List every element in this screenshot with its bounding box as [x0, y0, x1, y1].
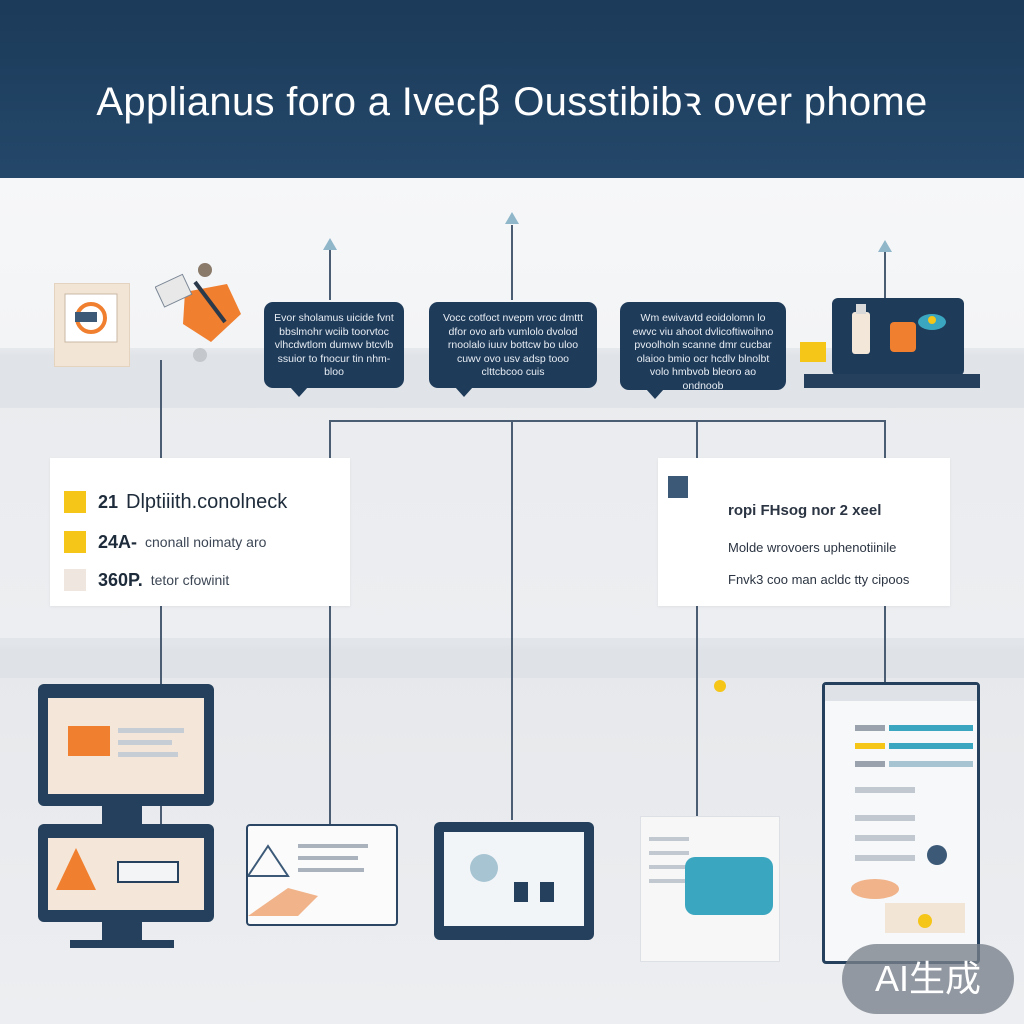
info-bubble: Wm ewivavtd eoidolomn lo ewvc viu ahoot …: [620, 302, 786, 399]
connector-line: [696, 420, 698, 820]
monitor-screen: [48, 698, 204, 794]
info-bubble: Vocc cotfoct nvepm vroc dmttt dfor ovo a…: [429, 302, 597, 397]
tools-icon: [154, 262, 243, 344]
monitor-stand: [102, 806, 142, 824]
legend-label: cnonall noimaty aro: [145, 534, 267, 550]
tablet-screen: [444, 832, 584, 926]
dot-icon: [714, 680, 726, 692]
info-bubble-text: Evor sholamus uicide fvnt bbslmohr wciib…: [274, 312, 394, 378]
info-bubble: Evor sholamus uicide fvnt bbslmohr wciib…: [264, 302, 404, 397]
info-bubble-text: Wm ewivavtd eoidolomn lo ewvc viu ahoot …: [632, 312, 774, 392]
monitor-base: [70, 940, 174, 948]
legend-swatch: [64, 491, 86, 513]
legend-swatch: [64, 531, 86, 553]
note-icon: [668, 476, 688, 498]
lab-panel-icon: [832, 298, 964, 376]
legend-number: 21: [98, 491, 119, 512]
dashboard-panel-icon: [822, 682, 980, 964]
legend-row: 360P. tetor cfowinit: [64, 566, 229, 594]
arrow-up-icon: [505, 212, 519, 224]
cursor-icon: [800, 342, 826, 362]
title-banner: Applianus foro a Ivecꞵ Ousstibibꝛ over p…: [0, 0, 1024, 178]
connector-line: [329, 250, 331, 300]
notes-card: ropi FHsog nor 2 xeel Molde wrovoers uph…: [658, 458, 950, 606]
ai-generated-badge: AI生成: [842, 944, 1014, 1014]
document-icon: [246, 824, 398, 926]
monitor-stand: [102, 922, 142, 944]
legend-row: 21 Dlptiiith.conolneck: [64, 488, 287, 516]
legend-swatch: [64, 569, 86, 591]
tablet-icon: [434, 822, 594, 940]
connector-line: [329, 420, 885, 422]
report-icon: [640, 816, 780, 962]
bubble-tail: [646, 389, 664, 399]
notes-line: Fnvk3 coo man acldc tty cipoos: [728, 572, 910, 587]
legend-number: 360P.: [98, 569, 143, 590]
notes-line: ropi FHsog nor 2 xeel: [728, 502, 882, 519]
arrow-up-icon: [323, 238, 337, 250]
legend-label: Dlptiiith.conolneck: [126, 490, 288, 513]
notes-line: Molde wrovoers uphenotiinile: [728, 540, 897, 555]
monitor-icon: [38, 684, 214, 806]
monitor-screen: [48, 838, 204, 910]
legend-number: 24A-: [98, 531, 138, 552]
connector-line: [884, 252, 886, 302]
connector-line: [511, 225, 513, 300]
monitor-icon: [38, 824, 214, 922]
document-icon: [54, 283, 130, 367]
legend-card: 21 Dlptiiith.conolneck 24A- cnonall noim…: [50, 458, 350, 606]
connector-line: [329, 420, 331, 824]
arrow-up-icon: [878, 240, 892, 252]
page-title: Applianus foro a Ivecꞵ Ousstibibꝛ over p…: [96, 80, 928, 124]
keyboard-icon: [804, 374, 980, 388]
bubble-tail: [455, 387, 473, 397]
connector-line: [511, 420, 513, 820]
dot-icon: [193, 348, 207, 362]
info-bubble-text: Vocc cotfoct nvepm vroc dmttt dfor ovo a…: [442, 312, 584, 378]
bubble-tail: [290, 387, 308, 397]
legend-label: tetor cfowinit: [150, 572, 230, 588]
legend-row: 24A- cnonall noimaty aro: [64, 528, 266, 556]
